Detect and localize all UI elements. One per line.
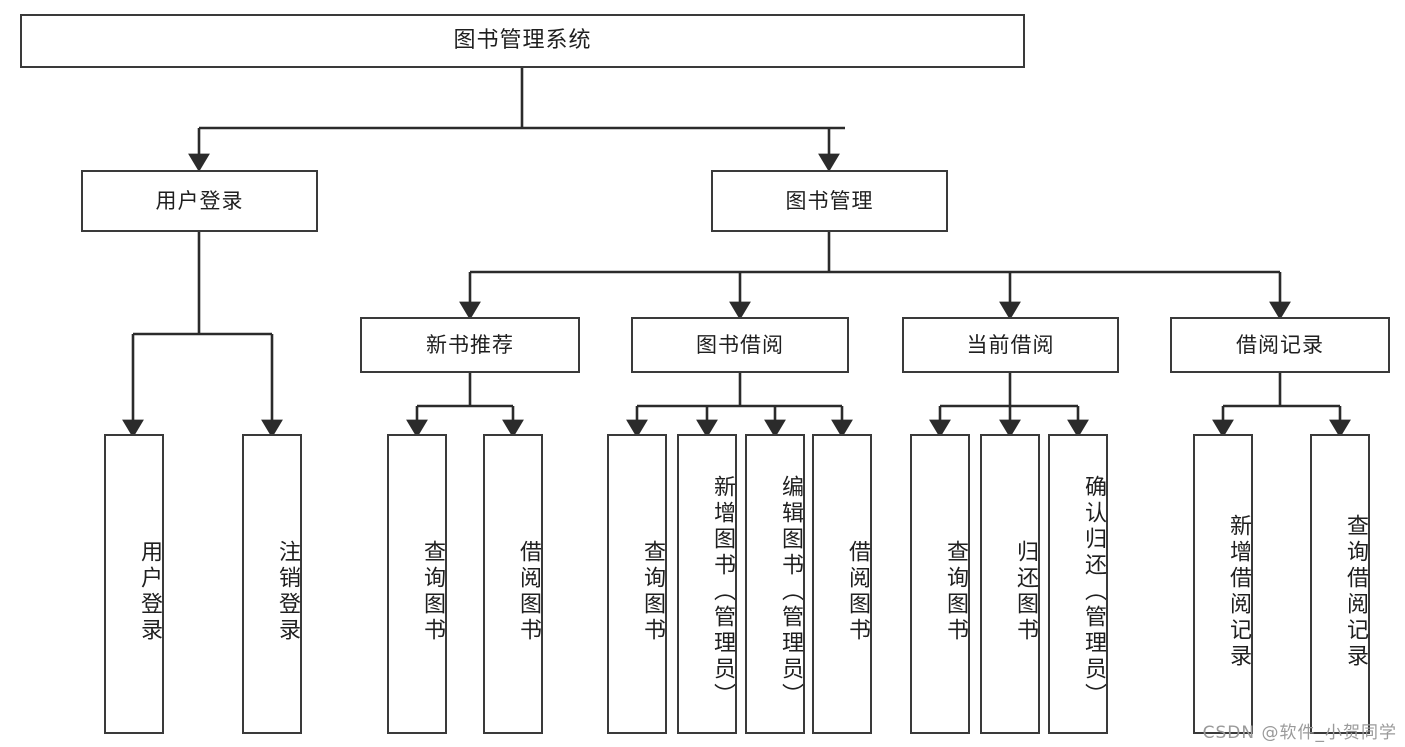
- leaf-borrow-record-add-record[interactable]: 新增借阅记录: [1193, 434, 1253, 734]
- node-label: 查询图书: [943, 540, 968, 644]
- csdn-watermark: CSDN @软件_小贺同学: [1202, 723, 1397, 743]
- leaf-user-login-login[interactable]: 用户登录: [104, 434, 164, 734]
- node-label: 注销登录: [275, 540, 300, 644]
- node-label: 当前借阅: [966, 332, 1055, 357]
- node-user-login[interactable]: 用户登录: [81, 170, 318, 232]
- leaf-borrow-record-query-record[interactable]: 查询借阅记录: [1310, 434, 1370, 734]
- leaf-new-book-query-book[interactable]: 查询图书: [387, 434, 447, 734]
- node-new-book-recommend[interactable]: 新书推荐: [360, 317, 580, 373]
- node-label: 用户登录: [137, 540, 162, 644]
- leaf-book-borrow-query-book[interactable]: 查询图书: [607, 434, 667, 734]
- leaf-book-borrow-borrow-book[interactable]: 借阅图书: [812, 434, 872, 734]
- node-label: 新增图书（管理员）: [710, 475, 735, 709]
- node-label: 查询图书: [640, 540, 665, 644]
- leaf-current-borrow-return-book[interactable]: 归还图书: [980, 434, 1040, 734]
- node-label: 借阅图书: [845, 540, 870, 644]
- node-label: 编辑图书（管理员）: [778, 475, 803, 709]
- leaf-new-book-borrow-book[interactable]: 借阅图书: [483, 434, 543, 734]
- node-label: 归还图书: [1013, 540, 1038, 644]
- leaf-current-borrow-confirm-return-admin[interactable]: 确认归还（管理员）: [1048, 434, 1108, 734]
- leaf-book-borrow-edit-book-admin[interactable]: 编辑图书（管理员）: [745, 434, 805, 734]
- node-label: 新书推荐: [426, 332, 514, 357]
- node-root-book-management-system[interactable]: 图书管理系统: [20, 14, 1025, 68]
- node-label: 确认归还（管理员）: [1081, 475, 1106, 709]
- leaf-current-borrow-query-book[interactable]: 查询图书: [910, 434, 970, 734]
- node-borrow-record[interactable]: 借阅记录: [1170, 317, 1390, 373]
- leaf-user-login-logout[interactable]: 注销登录: [242, 434, 302, 734]
- node-book-borrow[interactable]: 图书借阅: [631, 317, 849, 373]
- node-current-borrow[interactable]: 当前借阅: [902, 317, 1119, 373]
- node-book-management[interactable]: 图书管理: [711, 170, 948, 232]
- node-label: 用户登录: [155, 188, 244, 213]
- node-label: 新增借阅记录: [1226, 514, 1251, 670]
- leaf-book-borrow-add-book-admin[interactable]: 新增图书（管理员）: [677, 434, 737, 734]
- node-label: 图书管理: [785, 188, 874, 213]
- node-label: 图书借阅: [696, 332, 784, 357]
- node-label: 借阅图书: [516, 540, 541, 644]
- node-label: 查询借阅记录: [1343, 514, 1368, 670]
- node-label: 查询图书: [420, 540, 445, 644]
- node-label: 借阅记录: [1236, 332, 1324, 357]
- node-label: 图书管理系统: [453, 28, 592, 54]
